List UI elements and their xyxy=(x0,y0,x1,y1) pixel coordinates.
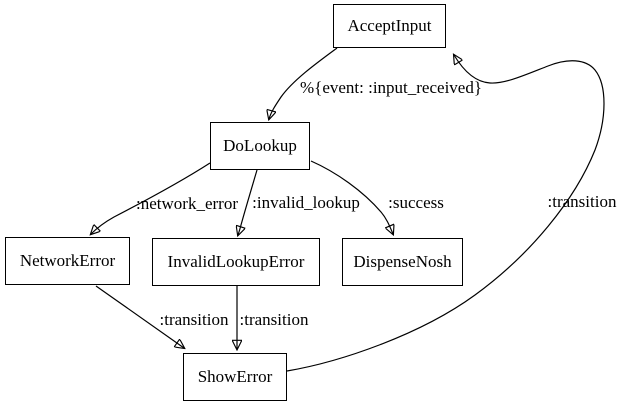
edge-dolookup-invalidlookuperror xyxy=(238,169,258,235)
edge-label-transition-right: :transition xyxy=(547,192,617,211)
edge-networkerror-showerror xyxy=(95,285,184,348)
node-label: NetworkError xyxy=(19,251,116,270)
edge-label-network-error: :network_error xyxy=(136,194,238,213)
node-label: DoLookup xyxy=(223,136,297,155)
edge-label-success: :success xyxy=(388,193,444,212)
node-dispense-nosh: DispenseNosh xyxy=(342,238,463,286)
node-show-error: ShowError xyxy=(183,353,287,401)
edge-label-input-received: %{event: :input_received} xyxy=(299,78,483,97)
node-network-error: NetworkError xyxy=(5,237,130,285)
node-label: AcceptInput xyxy=(347,16,432,35)
node-label: InvalidLookupError xyxy=(167,252,305,271)
node-label: DispenseNosh xyxy=(353,252,452,271)
edge-label-invalid-lookup: :invalid_lookup xyxy=(252,193,360,212)
edge-dolookup-networkerror xyxy=(91,162,211,234)
node-accept-input: AcceptInput xyxy=(333,4,446,48)
node-do-lookup: DoLookup xyxy=(210,122,310,170)
edge-showerror-acceptinput xyxy=(286,55,605,372)
node-label: ShowError xyxy=(197,367,273,386)
edge-dolookup-dispensenosh xyxy=(310,160,393,234)
node-invalid-lookup-error: InvalidLookupError xyxy=(152,238,320,286)
edge-label-transition-left: :transition xyxy=(159,310,229,329)
edge-label-transition-middle: :transition xyxy=(239,310,309,329)
edge-acceptinput-dolookup xyxy=(269,47,338,119)
